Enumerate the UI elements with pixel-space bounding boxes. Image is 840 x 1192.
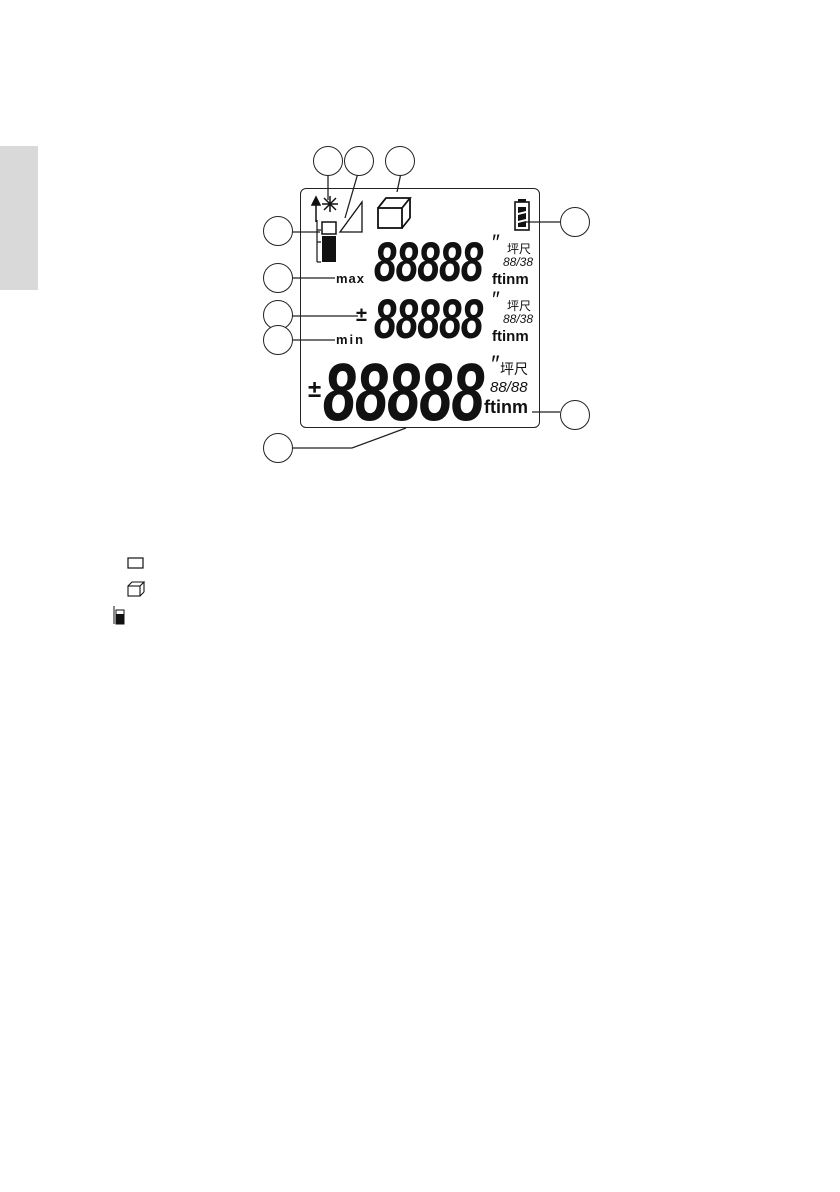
callout-circle-max — [263, 263, 293, 293]
volume-cube-icon — [126, 580, 148, 598]
rectangle-area-icon — [126, 556, 146, 570]
callout-circle-1 — [313, 146, 343, 176]
callout-circle-battery — [560, 207, 590, 237]
laser-arrow-icon — [312, 197, 320, 205]
min-foot-mark: ″ — [491, 289, 499, 311]
min-fraction: 88/38 — [503, 313, 533, 325]
main-foot-mark: ″ — [490, 353, 499, 377]
callout-circle-level — [263, 216, 293, 246]
min-plus-minus: ± — [356, 305, 367, 325]
cube-icon — [378, 198, 410, 228]
main-area-unit: 坪尺 — [500, 362, 528, 376]
max-unit-text: ftinm — [492, 272, 529, 287]
callout-circle-unit — [560, 400, 590, 430]
level-small-icon — [112, 604, 128, 626]
main-digits: 88888 — [323, 352, 484, 434]
callout-circle-frame — [263, 433, 293, 463]
max-area-unit: 坪尺 — [507, 243, 531, 255]
min-label: min — [336, 333, 365, 346]
main-plus-minus: ± — [308, 378, 321, 402]
callout-circle-3 — [385, 146, 415, 176]
max-foot-mark: ″ — [491, 232, 499, 254]
main-unit-text: ftinm — [484, 398, 528, 416]
min-area-unit: 坪尺 — [507, 300, 531, 312]
max-label: max — [336, 272, 365, 285]
max-fraction: 88/38 — [503, 256, 533, 268]
callout-circle-2 — [344, 146, 374, 176]
min-unit-text: ftinm — [492, 329, 529, 344]
callout-circle-min — [263, 325, 293, 355]
battery-icon — [514, 198, 532, 232]
max-digits: 88888 — [374, 234, 483, 290]
main-fraction: 88/88 — [490, 380, 528, 395]
level-bar-icon — [314, 218, 344, 266]
min-digits: 88888 — [374, 291, 483, 347]
